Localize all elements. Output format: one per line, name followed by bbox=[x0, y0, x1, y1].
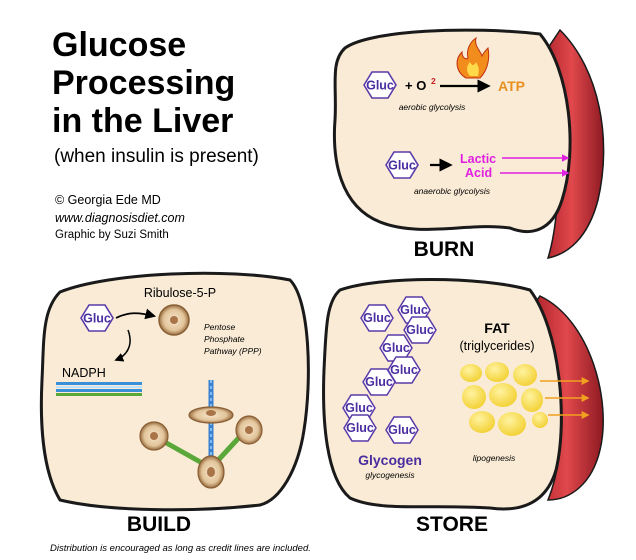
burn-cell: Gluc + O 2 ATP aerobic glycolysis Gluc L… bbox=[332, 28, 605, 259]
acid-label: Acid bbox=[465, 166, 492, 180]
title-line-1: Glucose bbox=[52, 26, 187, 64]
glycogen-gluc-label: Gluc bbox=[363, 311, 391, 325]
glycogen-gluc-label: Gluc bbox=[365, 375, 393, 389]
glycogen-gluc-hexagon: Gluc bbox=[387, 356, 421, 384]
glycogen-gluc-hexagon: Gluc bbox=[379, 334, 413, 362]
atp-label: ATP bbox=[498, 78, 525, 94]
burn-gluc-label-anaerobic: Gluc bbox=[388, 159, 416, 173]
burn-gluc-label-aerobic: Gluc bbox=[366, 79, 394, 93]
aerobic-glycolysis-label: aerobic glycolysis bbox=[399, 102, 466, 112]
diagram-title: Glucose Processing in the Liver bbox=[52, 26, 235, 140]
build-gluc-label: Gluc bbox=[83, 312, 111, 326]
plus-o2-label: + O bbox=[405, 78, 426, 93]
glycogen-gluc-hexagon: Gluc bbox=[360, 304, 394, 332]
ribulose-wheel-icon bbox=[158, 304, 190, 336]
pentose-label: Pentose bbox=[204, 322, 235, 332]
build-cell-body bbox=[39, 271, 310, 512]
glycogen-gluc-label: Gluc bbox=[390, 363, 418, 377]
build-label: BUILD bbox=[127, 513, 191, 536]
build-cell: Gluc Ribulose-5-P Pentose Phosphate Path… bbox=[39, 271, 310, 512]
glycogen-gluc-label: Gluc bbox=[346, 421, 374, 435]
glycogen-gluc-hexagon: Gluc bbox=[403, 316, 437, 344]
burn-gluc-hexagon-anaerobic: Gluc bbox=[385, 151, 419, 179]
burn-cell-body bbox=[332, 28, 572, 233]
store-cell-body bbox=[322, 278, 563, 511]
burn-label: BURN bbox=[414, 238, 475, 261]
glycogen-label: Glycogen bbox=[358, 452, 422, 468]
nadph-arrow bbox=[114, 329, 131, 362]
glycogen-gluc-hexagon: Gluc bbox=[362, 368, 396, 396]
lactic-label: Lactic bbox=[460, 152, 496, 166]
pathway-label: Pathway (PPP) bbox=[204, 346, 262, 356]
store-label: STORE bbox=[416, 513, 488, 536]
glycogen-gluc-label: Gluc bbox=[388, 423, 416, 437]
fat-droplets-icon bbox=[460, 362, 548, 436]
title-line-2: Processing bbox=[52, 64, 236, 102]
build-gluc-hexagon: Gluc bbox=[80, 304, 114, 332]
nadph-stripes-icon bbox=[56, 382, 142, 396]
fat-label: FAT bbox=[484, 320, 510, 336]
glycogen-gluc-hexagon: Gluc bbox=[385, 416, 419, 444]
glycogen-gluc-hexagon: Gluc bbox=[343, 414, 377, 442]
lipogenesis-label: lipogenesis bbox=[473, 453, 516, 463]
website-credit: www.diagnosisdiet.com bbox=[55, 211, 185, 225]
copyright-credit: © Georgia Ede MD bbox=[55, 193, 161, 207]
glycogenesis-label: glycogenesis bbox=[365, 470, 415, 480]
glycogen-gluc-label: Gluc bbox=[400, 303, 428, 317]
glycogen-gluc-label: Gluc bbox=[382, 341, 410, 355]
diagram-subtitle: (when insulin is present) bbox=[54, 146, 259, 167]
anaerobic-glycolysis-label: anaerobic glycolysis bbox=[414, 186, 491, 196]
glycogen-cluster-icon: Gluc Gluc Gluc Gluc Gluc bbox=[342, 296, 437, 444]
store-cell: Gluc Gluc Gluc Gluc Gluc bbox=[322, 278, 604, 511]
glycogen-gluc-label: Gluc bbox=[406, 323, 434, 337]
distribution-footer: Distribution is encouraged as long as cr… bbox=[50, 543, 311, 554]
phosphate-label: Phosphate bbox=[204, 334, 245, 344]
graphic-credit: Graphic by Suzi Smith bbox=[55, 229, 169, 241]
burn-gluc-hexagon-aerobic: Gluc bbox=[363, 71, 397, 99]
nucleotide-structure-icon bbox=[139, 380, 263, 489]
nadph-label: NADPH bbox=[62, 366, 106, 380]
fire-icon bbox=[456, 36, 490, 79]
title-line-3: in the Liver bbox=[52, 102, 234, 140]
ppp-arrow bbox=[115, 308, 157, 320]
triglycerides-label: (triglycerides) bbox=[459, 339, 534, 353]
glycogen-gluc-label: Gluc bbox=[345, 401, 373, 415]
ribulose-label: Ribulose-5-P bbox=[144, 286, 216, 300]
o2-superscript: 2 bbox=[431, 76, 436, 86]
